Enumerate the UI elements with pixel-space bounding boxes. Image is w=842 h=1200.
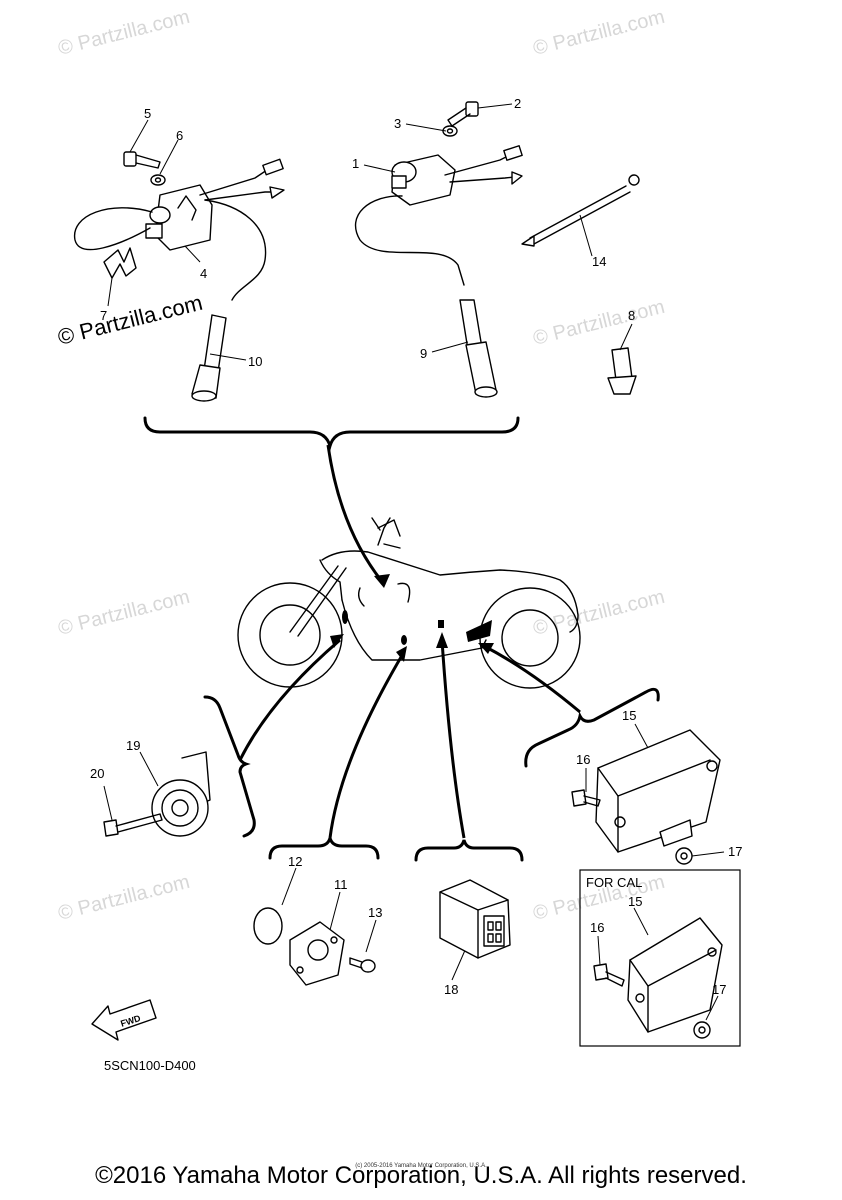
washer-icon (150, 174, 166, 186)
bolt-icon (447, 101, 479, 127)
callout-8: 8 (628, 308, 635, 323)
top-group-brace (143, 416, 520, 452)
horn-brace (203, 695, 256, 838)
cdi-marker (466, 620, 492, 642)
bolt-icon (103, 813, 163, 837)
watermark: © Partzilla.com (56, 871, 192, 925)
o-ring-icon (253, 907, 283, 945)
callout-4: 4 (200, 266, 207, 281)
callout-20: 20 (90, 766, 104, 781)
ignition-coil-icon (74, 158, 285, 301)
spark-plug-cap-icon (459, 299, 498, 398)
watermark: © Partzilla.com (531, 586, 667, 640)
washer-icon (442, 125, 458, 137)
cdi-unit-icon (627, 917, 723, 1033)
callout-1: 1 (352, 156, 359, 171)
callout-14: 14 (592, 254, 606, 269)
callout-9: 9 (420, 346, 427, 361)
watermark: © Partzilla.com (56, 586, 192, 640)
cal-callout-15: 15 (628, 894, 642, 909)
relay-marker (438, 620, 444, 628)
ignition-coil-icon (354, 145, 523, 286)
relay-brace (414, 839, 524, 862)
bolt-icon (123, 151, 161, 169)
horn-marker (342, 610, 348, 624)
callout-3: 3 (394, 116, 401, 131)
callout-2: 2 (514, 96, 521, 111)
cal-callout-16: 16 (590, 920, 604, 935)
callout-5: 5 (144, 106, 151, 121)
callout-6: 6 (176, 128, 183, 143)
sensor-brace (268, 837, 380, 860)
sensor-marker (401, 635, 407, 645)
cal-callout-17: 17 (712, 982, 726, 997)
watermark: © Partzilla.com (531, 296, 667, 350)
cdi-unit-icon (595, 729, 721, 853)
small-credit: (c) 2005-2016 Yamaha Motor Corporation, … (355, 1163, 487, 1169)
clip-icon (103, 247, 137, 279)
callout-12: 12 (288, 854, 302, 869)
wire-harness-icon (521, 174, 640, 247)
callout-10: 10 (248, 354, 262, 369)
watermark: © Partzilla.com (531, 6, 667, 60)
screw-icon (593, 963, 625, 987)
callout-16: 16 (576, 752, 590, 767)
screw-icon (571, 789, 601, 807)
for-cal-label: FOR CAL (586, 875, 643, 890)
callout-13: 13 (368, 905, 382, 920)
horn-icon (151, 751, 211, 837)
copyright-notice: ©2016 Yamaha Motor Corporation, U.S.A. A… (95, 1162, 747, 1189)
relay-icon (439, 879, 511, 959)
watermark: © Partzilla.com (56, 6, 192, 60)
spark-plug-cap-icon (191, 314, 227, 402)
sensor-icon (289, 921, 345, 986)
callout-15: 15 (622, 708, 636, 723)
callout-11: 11 (334, 877, 348, 892)
for-cal-box (579, 869, 741, 1047)
screw-icon (349, 957, 376, 973)
callout-19: 19 (126, 738, 140, 753)
collar-icon (675, 847, 693, 865)
watermarks: © Partzilla.com © Partzilla.com © Partzi… (55, 6, 667, 925)
callout-numbers: 1 2 3 4 5 6 7 8 9 10 11 12 13 14 15 16 1… (90, 96, 742, 997)
clamp-icon (607, 347, 637, 395)
watermark: © Partzilla.com (55, 290, 205, 350)
motorcycle-silhouette-icon (237, 517, 581, 689)
callout-leaders (103, 103, 725, 1021)
callout-17: 17 (728, 844, 742, 859)
drawing-code: 5SCN100-D400 (104, 1058, 196, 1073)
collar-icon (693, 1021, 711, 1039)
location-arrows (238, 444, 581, 839)
fwd-arrow-icon: FWD (91, 999, 157, 1041)
cdi-brace (524, 687, 660, 768)
callout-7: 7 (100, 308, 107, 323)
callout-18: 18 (444, 982, 458, 997)
